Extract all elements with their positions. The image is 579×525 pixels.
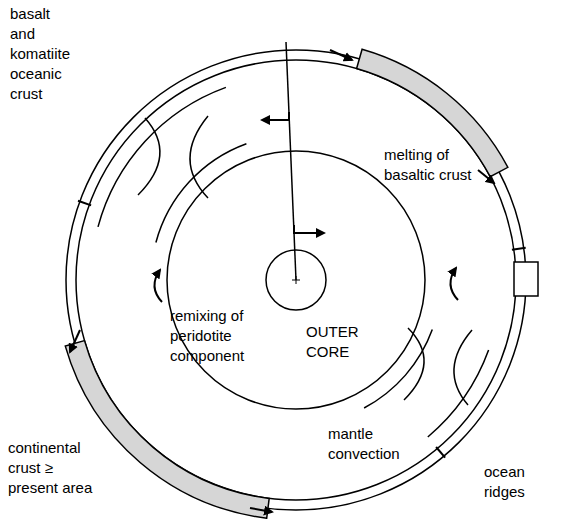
- annotation-label: remixing of peridotite component: [170, 306, 260, 366]
- annotation-label: continental crust ≥ present area: [8, 438, 102, 498]
- annotation-label: melting of basaltic crust: [384, 145, 490, 185]
- convection-cell: [98, 87, 246, 242]
- annotation-label: mantle convection: [328, 424, 414, 464]
- curved-arrow: [450, 268, 458, 300]
- continental-crust: [65, 341, 269, 519]
- node-label: OUTER CORE: [306, 322, 372, 362]
- flow-arrow: [262, 112, 289, 120]
- core-outline: [166, 150, 426, 410]
- annotation-label: basalt and komatiite oceanic crust: [10, 4, 78, 104]
- convection-cell: [364, 328, 489, 437]
- flow-arrow: [294, 225, 324, 233]
- subduction-arrows: [70, 50, 494, 512]
- annotation-label: ocean ridges: [484, 462, 546, 502]
- ridge-block: [514, 262, 538, 296]
- ocean-ridge-ticks: [78, 201, 526, 458]
- curved-arrow: [154, 270, 162, 302]
- radius-line: [286, 42, 296, 280]
- core-circle: OUTER CORE: [166, 150, 426, 410]
